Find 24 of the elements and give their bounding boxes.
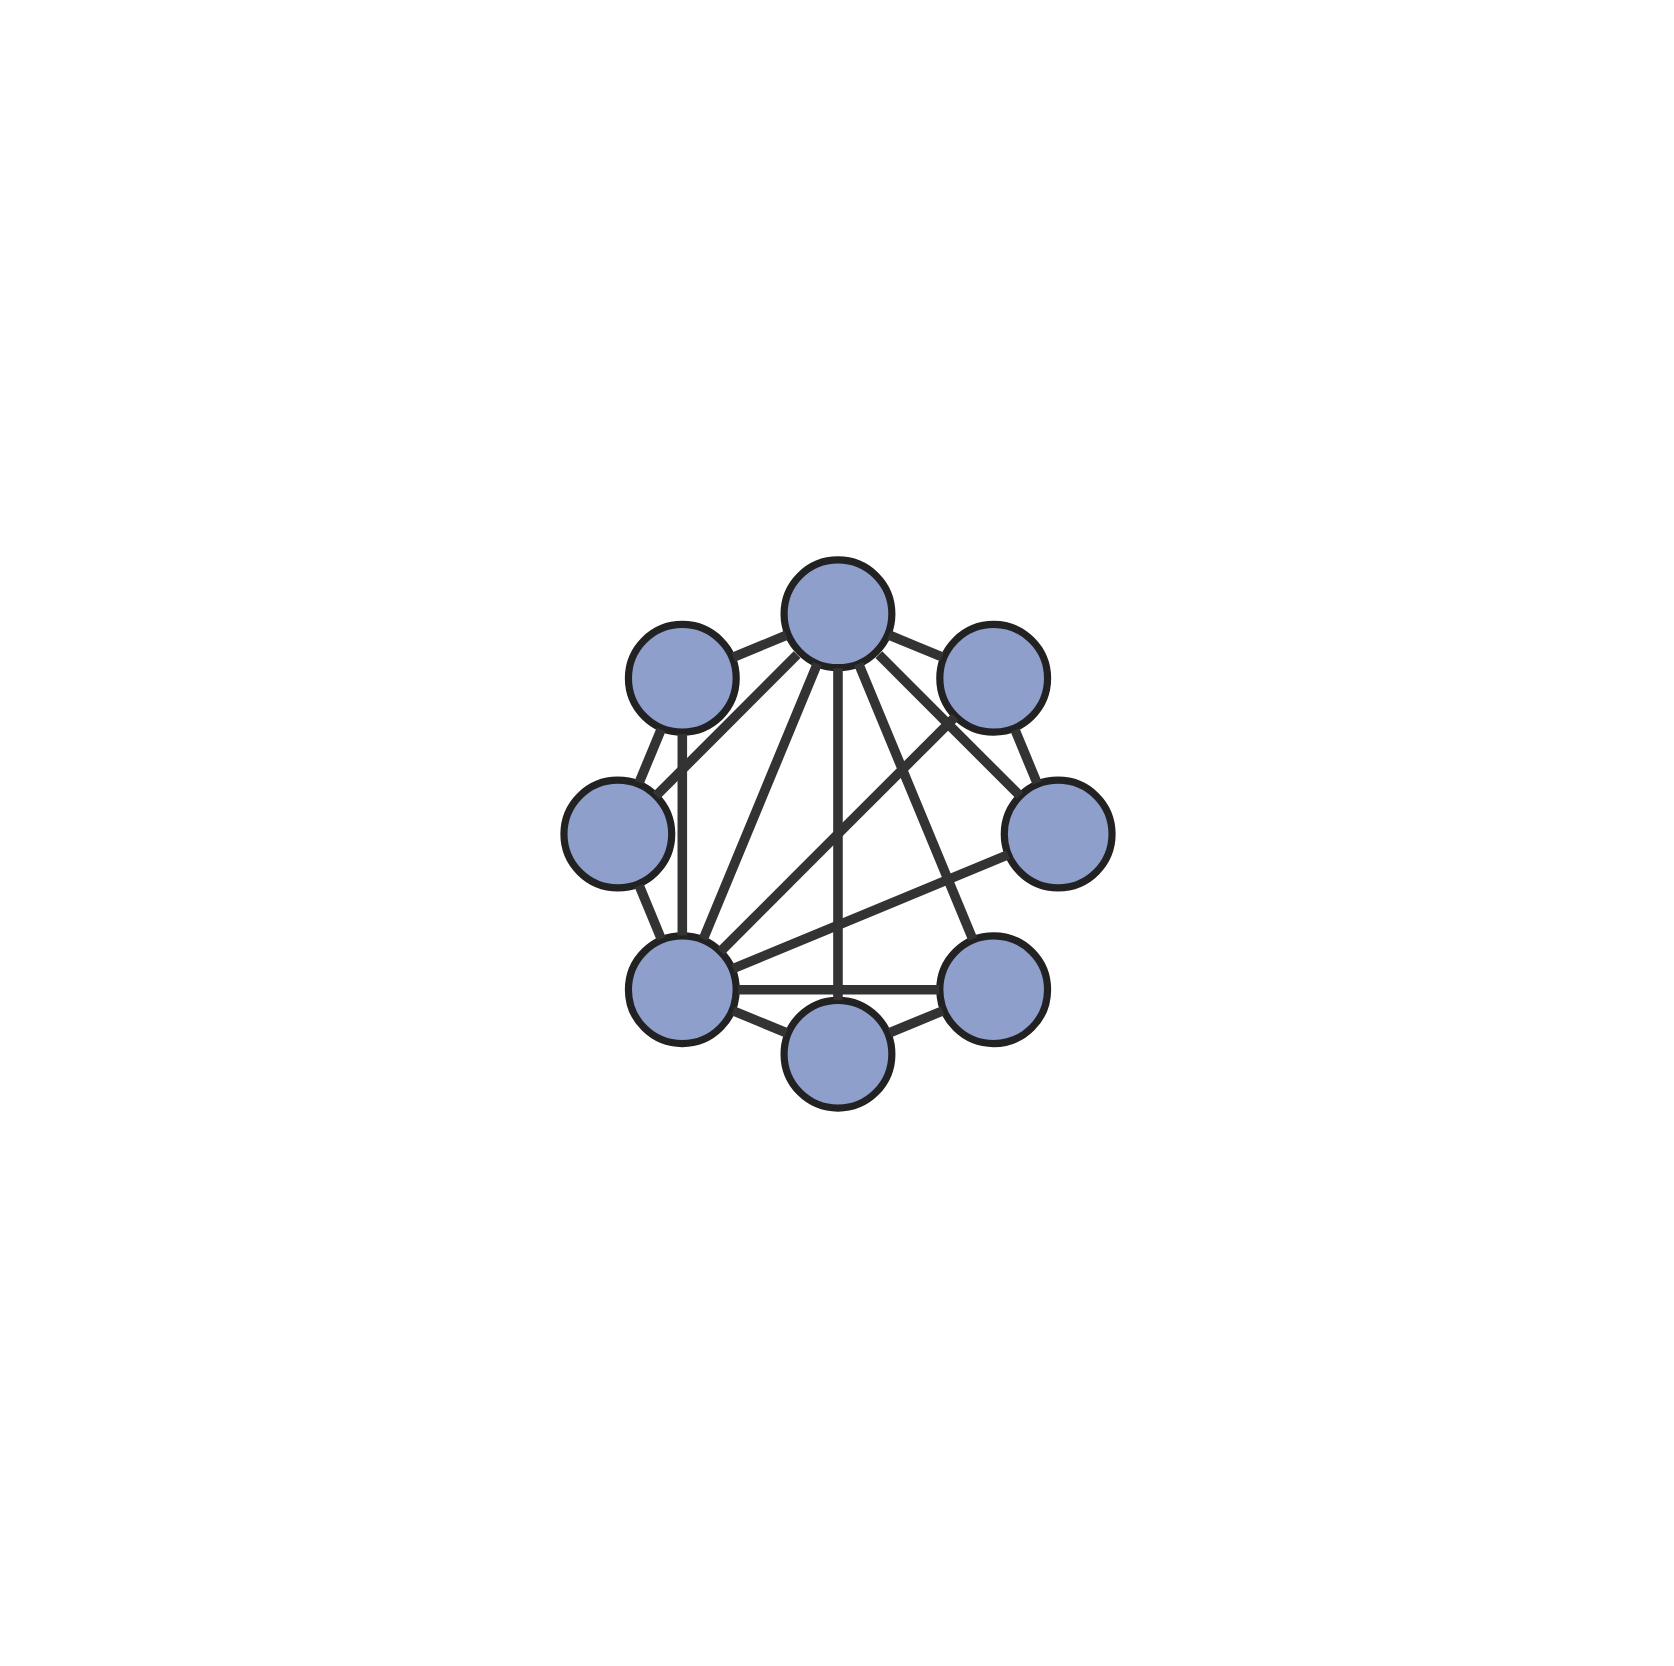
connector <box>730 849 1010 973</box>
connector <box>633 726 665 784</box>
connector <box>633 882 665 940</box>
connector <box>832 667 842 1000</box>
connector <box>737 983 939 994</box>
connector <box>730 1005 788 1037</box>
node-circle <box>779 995 895 1111</box>
node-circle <box>935 619 1051 735</box>
connector <box>853 660 977 940</box>
node-circle <box>559 775 675 891</box>
connector <box>874 650 1023 799</box>
node-circle <box>935 931 1051 1047</box>
connector <box>886 1005 944 1037</box>
connector <box>651 650 800 799</box>
connector <box>1009 727 1041 784</box>
node-circle <box>999 775 1115 891</box>
node-circle <box>623 619 739 735</box>
connector <box>730 629 788 661</box>
connector <box>676 733 687 935</box>
connector <box>697 660 821 940</box>
node-circle <box>623 931 739 1047</box>
connector <box>886 629 943 661</box>
connector <box>716 712 958 954</box>
node-circle <box>779 555 895 671</box>
